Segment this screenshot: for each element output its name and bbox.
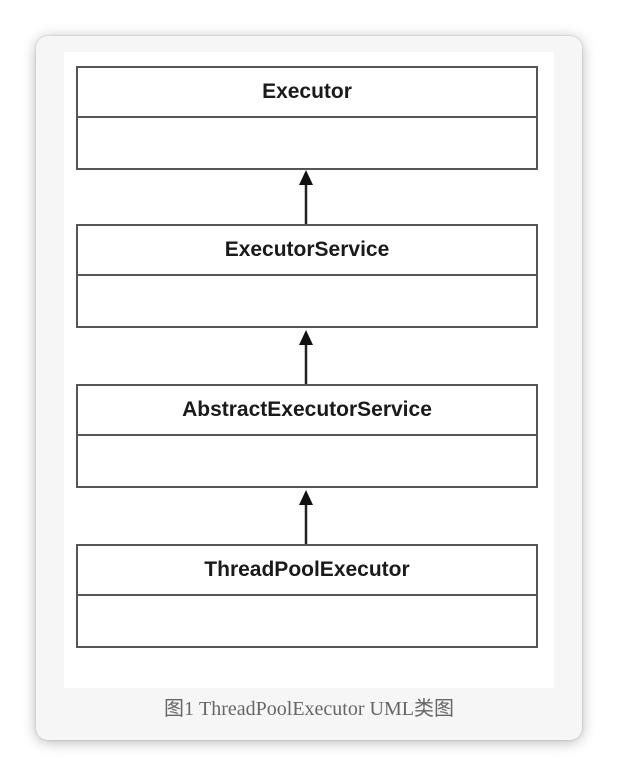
uml-class-executor-service: ExecutorService <box>76 224 538 328</box>
class-name: Executor <box>78 68 536 118</box>
uml-class-thread-pool-executor: ThreadPoolExecutor <box>76 544 538 648</box>
arrow-executor-service-to-executor <box>299 170 313 224</box>
uml-diagram: Executor ExecutorService AbstractExecuto… <box>64 52 554 688</box>
arrow-thread-pool-to-abstract <box>299 490 313 544</box>
uml-class-executor: Executor <box>76 66 538 170</box>
figure-caption: 图1 ThreadPoolExecutor UML类图 <box>164 698 454 720</box>
figure-card: Executor ExecutorService AbstractExecuto… <box>36 36 582 740</box>
class-name: ExecutorService <box>78 226 536 276</box>
uml-class-abstract-executor-service: AbstractExecutorService <box>76 384 538 488</box>
arrow-abstract-to-executor-service <box>299 330 313 384</box>
class-name: ThreadPoolExecutor <box>78 546 536 596</box>
class-name: AbstractExecutorService <box>78 386 536 436</box>
inheritance-arrows <box>299 170 313 544</box>
